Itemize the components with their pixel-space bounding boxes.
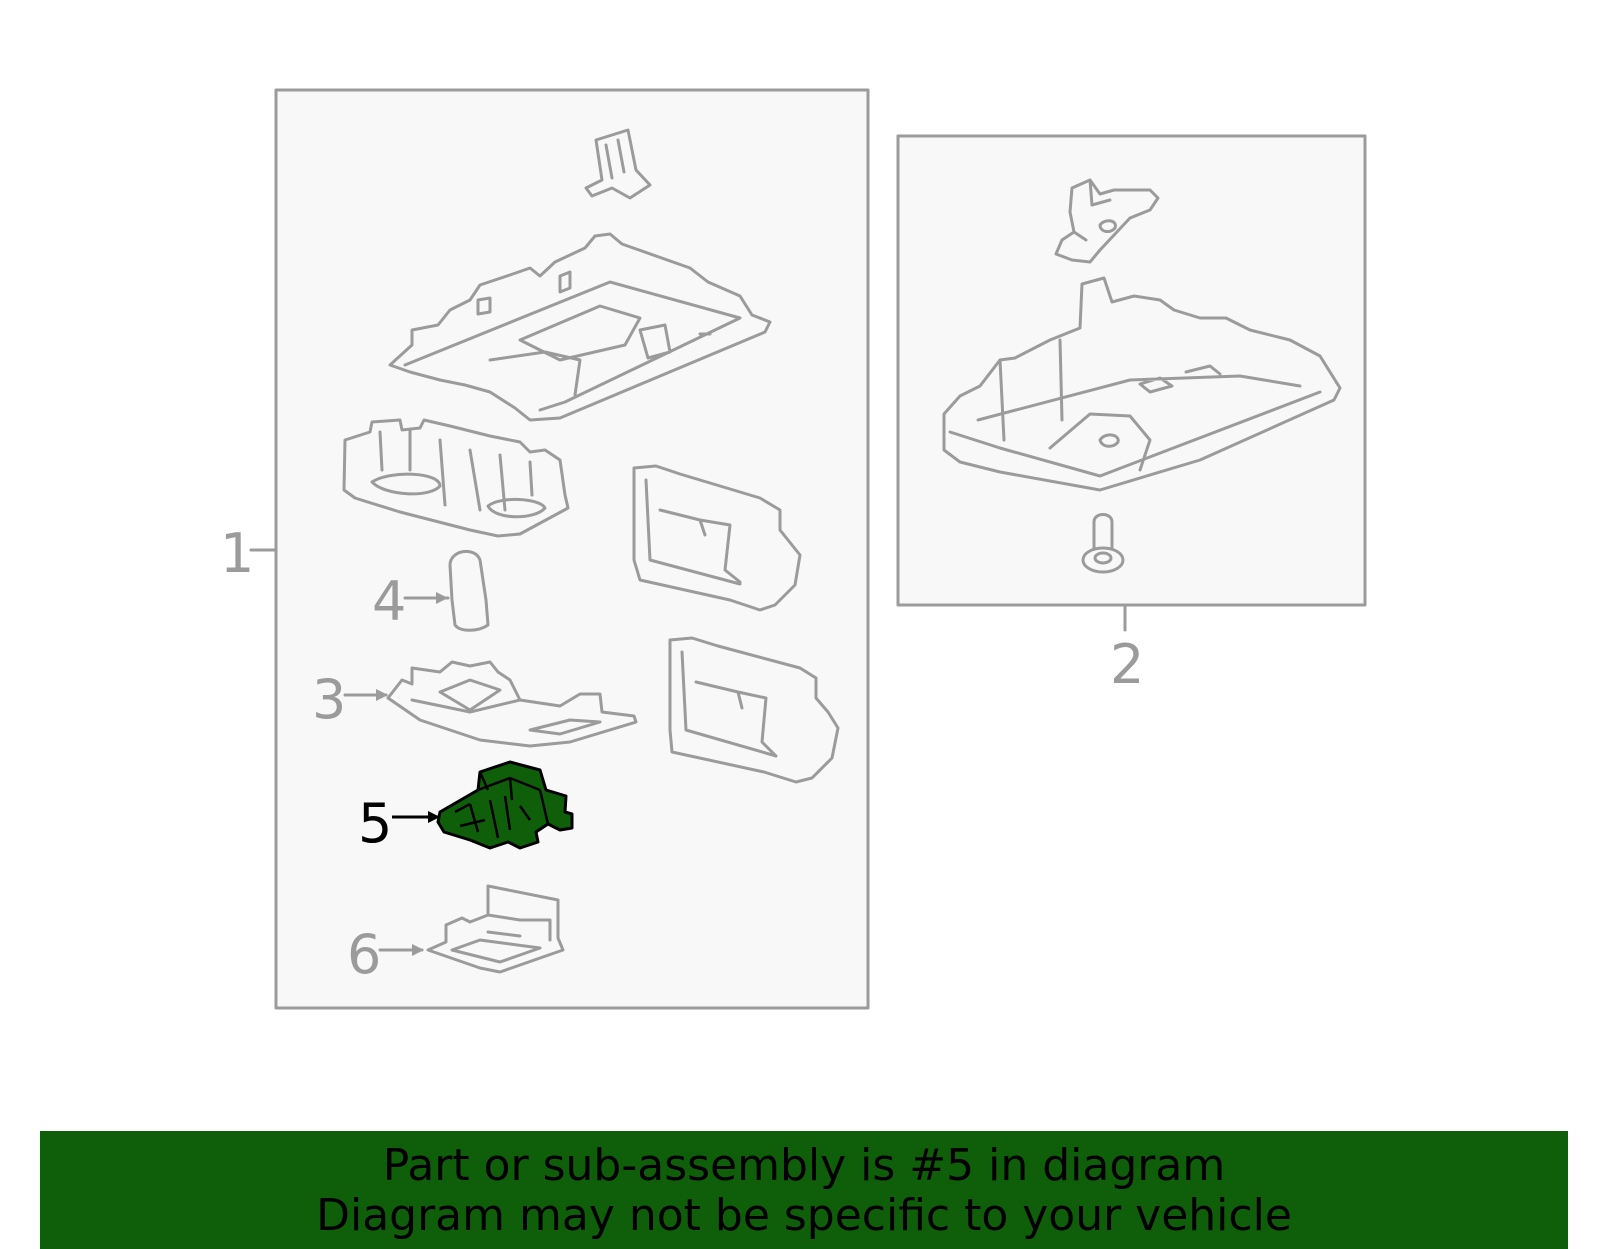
callout-3-label[interactable]: 3 — [312, 668, 346, 731]
console-housing-part — [388, 232, 772, 422]
bulb-part — [448, 549, 490, 632]
screw-part — [1081, 513, 1125, 574]
bracket-part — [1054, 178, 1160, 264]
callout-4-arrow — [436, 592, 448, 604]
callout-6-label[interactable]: 6 — [347, 923, 381, 986]
switch-part — [426, 884, 565, 974]
bezel-part-lower — [668, 636, 840, 784]
clip-part — [584, 128, 652, 200]
lens-part — [386, 660, 638, 748]
callout-6-arrow — [412, 944, 424, 956]
bezel-part-upper — [632, 464, 802, 612]
callout-4-label[interactable]: 4 — [372, 570, 406, 633]
callout-5-label[interactable]: 5 — [358, 792, 392, 855]
callout-3-arrow — [376, 689, 388, 701]
callout-5-arrow — [428, 811, 440, 823]
info-banner: Part or sub-assembly is #5 in diagram Di… — [40, 1131, 1568, 1249]
callout-2-label[interactable]: 2 — [1110, 633, 1144, 696]
dome-lamp-housing-part — [942, 276, 1342, 492]
banner-line-1: Part or sub-assembly is #5 in diagram — [382, 1140, 1226, 1191]
highlighted-part-5[interactable] — [436, 760, 574, 850]
banner-line-2: Diagram may not be specific to your vehi… — [316, 1190, 1292, 1241]
lamp-housing-part — [342, 418, 570, 538]
callout-1-label[interactable]: 1 — [220, 522, 254, 585]
